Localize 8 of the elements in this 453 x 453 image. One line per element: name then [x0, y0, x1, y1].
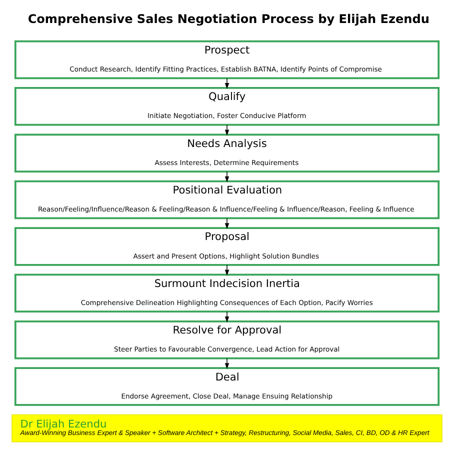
arrow [224, 311, 229, 322]
diagram-title: Comprehensive Sales Negotiation Process by Elijah Ezendu [27, 12, 429, 26]
arrow [224, 358, 229, 370]
arrow [224, 78, 229, 90]
arrow [224, 124, 229, 136]
arrow [224, 171, 229, 182]
arrow [224, 218, 229, 230]
arrow [224, 264, 229, 276]
